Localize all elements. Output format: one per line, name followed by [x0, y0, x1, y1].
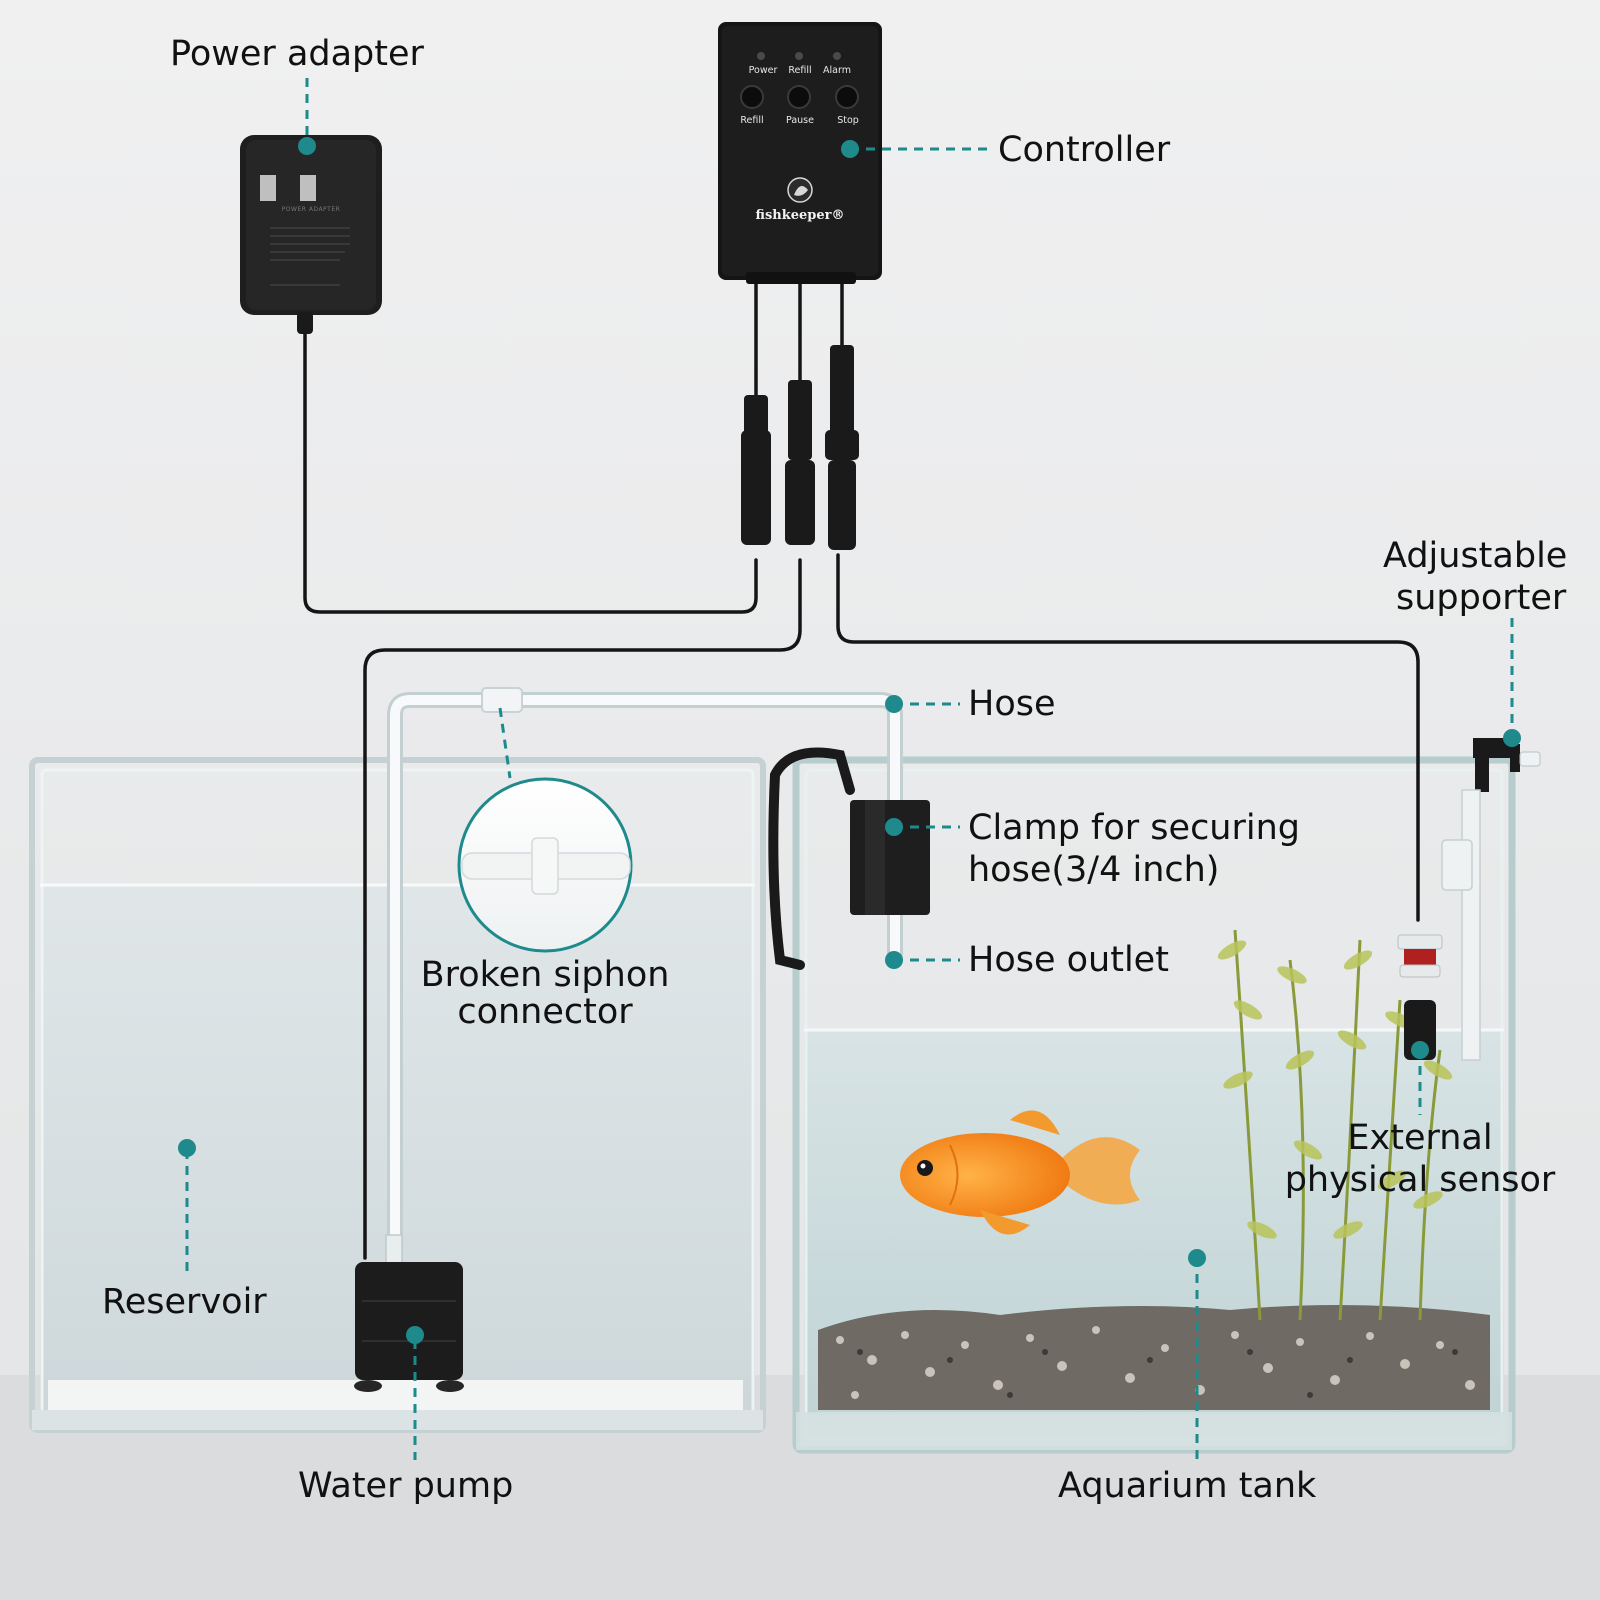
button-label-refill: Refill — [740, 115, 764, 126]
water-pump — [354, 1234, 464, 1392]
callout-dots — [178, 137, 1521, 1344]
indicator-label-alarm: Alarm — [823, 65, 851, 76]
callout-lines — [185, 78, 1514, 1460]
label-hose-outlet: Hose outlet — [968, 940, 1169, 980]
sensor-assembly — [1397, 738, 1541, 1061]
label-external-sensor-2: physical sensor — [1284, 1160, 1556, 1200]
button-label-stop: Stop — [837, 115, 859, 126]
label-external-sensor-1: External — [1347, 1118, 1493, 1158]
aquarium-tank — [792, 756, 1516, 1454]
aquarium-plants — [1233, 929, 1442, 1321]
power-adapter — [240, 135, 382, 334]
label-broken-siphon-1: Broken siphon — [420, 955, 670, 995]
cables — [303, 276, 1420, 1260]
adapter-plate-text: POWER ADAPTER — [281, 206, 341, 213]
label-clamp-2: hose(3/4 inch) — [968, 850, 1220, 890]
label-hose: Hose — [968, 684, 1056, 724]
label-adjustable-supporter-1: Adjustable — [1383, 536, 1568, 576]
label-aquarium-tank: Aquarium tank — [1058, 1466, 1317, 1506]
label-clamp-1: Clamp for securing — [968, 808, 1301, 848]
goldfish — [900, 1110, 1140, 1235]
label-adjustable-supporter-2: supporter — [1396, 578, 1567, 618]
cable-connectors — [741, 345, 859, 550]
controller-brand: fishkeeper® — [755, 208, 845, 223]
button-label-pause: Pause — [786, 115, 814, 126]
indicator-label-refill: Refill — [788, 65, 812, 76]
controller-device — [718, 22, 882, 284]
indicator-label-power: Power — [748, 65, 778, 76]
label-reservoir: Reservoir — [102, 1282, 267, 1322]
label-power-adapter: Power adapter — [170, 34, 424, 74]
label-broken-siphon-2: connector — [457, 992, 633, 1032]
label-water-pump: Water pump — [298, 1466, 514, 1506]
hose-clamp — [768, 747, 930, 970]
siphon-lens — [457, 777, 633, 953]
label-controller: Controller — [998, 130, 1171, 170]
